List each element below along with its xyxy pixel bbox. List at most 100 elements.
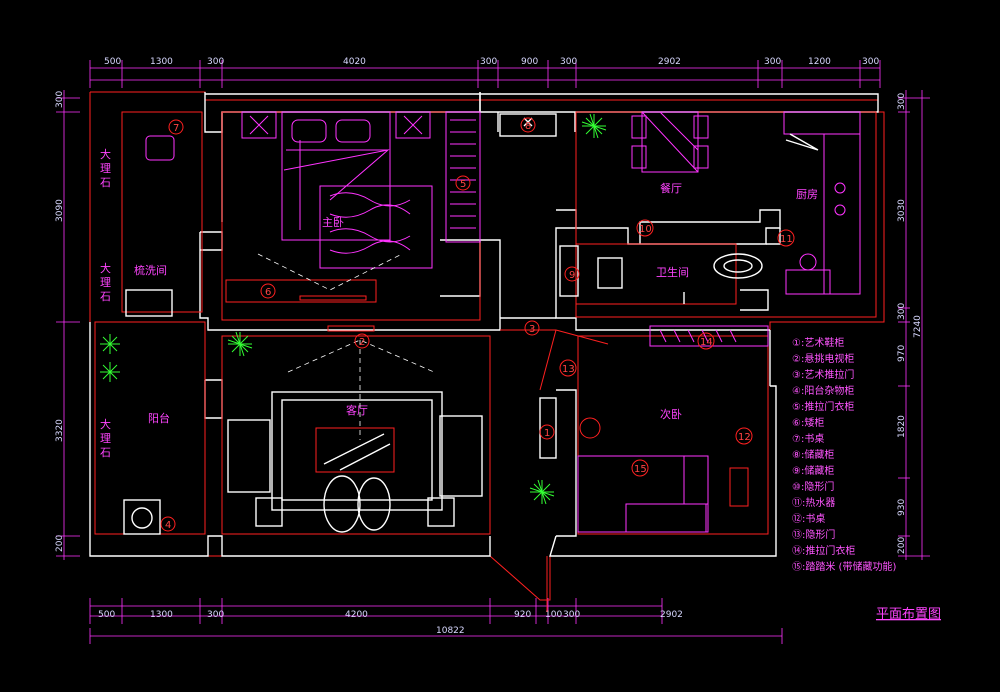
svg-text:石: 石: [100, 290, 111, 303]
legend-item: ⑤:推拉门衣柜: [792, 400, 854, 413]
marker-8: 8: [520, 117, 536, 133]
sofa-left: [227, 419, 271, 493]
coffee-table: [315, 427, 395, 473]
living-rug: [281, 399, 433, 501]
bottom-dim-4: 4200: [345, 610, 368, 620]
bottom-dimension-chain: 500 1300 300 4200 920 100 300 2902 10822: [89, 598, 783, 644]
legend-item: ⑦:书桌: [792, 432, 824, 445]
nightstand-left: [241, 111, 277, 139]
low-cabinet-6: [225, 279, 377, 303]
plant-icon: [100, 362, 120, 382]
numbered-markers: 1 2 3 4 5 6 7 8 9 10 11 12 13 14 15: [160, 117, 795, 532]
person-figure-2: [357, 477, 391, 531]
legend-item: ④:阳台杂物柜: [792, 384, 854, 397]
wardrobe-5: [445, 111, 481, 243]
washroom: 梳洗间 大 理 石 大 理 石 大 理 石: [100, 135, 175, 459]
kitchen: 厨房: [783, 111, 861, 295]
top-dim-2: 1300: [150, 57, 173, 67]
drawing-title: 平面布置图: [876, 607, 941, 622]
room-label-bathroom: 卫生间: [656, 265, 689, 279]
top-dim-10: 1200: [808, 57, 831, 67]
legend-item: ⑫:书桌: [792, 512, 825, 525]
room-label-living: 客厅: [346, 403, 368, 417]
top-dim-9: 300: [764, 57, 781, 67]
marker-13: 13: [559, 359, 577, 377]
total-dim: 10822: [436, 626, 465, 636]
tv-cabinet-2: [327, 325, 375, 332]
svg-text:石: 石: [100, 176, 111, 189]
top-dim-11: 300: [862, 57, 879, 67]
legend-item: ⑮:踏踏米 (带储藏功能): [792, 560, 896, 573]
right-dim-4: 970: [897, 345, 907, 362]
svg-text:6: 6: [265, 287, 271, 298]
top-dim-8: 2902: [658, 57, 681, 67]
left-dim-4: 200: [55, 535, 65, 552]
room-label-master-bedroom: 主卧: [322, 216, 344, 229]
art-shoe-cabinet-1: [539, 397, 557, 459]
legend-item: ⑨:储藏柜: [792, 464, 834, 477]
top-dim-5: 300: [480, 57, 497, 67]
dining-table: [641, 111, 699, 173]
legend-item: ⑩:隐形门: [792, 480, 834, 493]
svg-text:7: 7: [173, 123, 179, 134]
left-dim-3: 3320: [55, 419, 65, 442]
side-table-left: [255, 497, 283, 527]
svg-text:8: 8: [525, 121, 531, 132]
sofa-right: [439, 415, 483, 497]
balcony: 阳台: [123, 411, 170, 535]
left-dim-2: 3090: [55, 199, 65, 222]
balcony-washer: [123, 499, 161, 535]
svg-text:石: 石: [100, 446, 111, 459]
right-dim-3: 300: [897, 303, 907, 320]
svg-text:理: 理: [100, 432, 111, 445]
dining-area: 餐厅: [499, 111, 709, 195]
bottom-dim-8: 2902: [660, 610, 683, 620]
bottom-dim-5: 920: [514, 610, 531, 620]
svg-text:4: 4: [165, 520, 171, 531]
svg-text:9: 9: [569, 270, 575, 281]
bathroom-basin: [597, 257, 623, 289]
marker-14: 14: [697, 332, 715, 350]
marker-15: 15: [631, 459, 649, 477]
svg-text:13: 13: [562, 364, 575, 375]
view-lines: [257, 253, 435, 440]
plant-icon: [227, 331, 253, 357]
right-dimension-chain: 300 3030 300 970 1820 930 200 7240: [897, 90, 930, 560]
right-dim-2: 3030: [897, 199, 907, 222]
master-rug: [319, 185, 433, 269]
room-label-kitchen: 厨房: [796, 188, 818, 201]
legend: ①:艺术鞋柜 ②:悬挑电视柜 ③:艺术推拉门 ④:阳台杂物柜 ⑤:推拉门衣柜 ⑥…: [792, 336, 896, 573]
legend-item: ③:艺术推拉门: [792, 368, 854, 381]
master-bedroom: 主卧: [225, 111, 481, 303]
svg-text:1: 1: [544, 428, 550, 439]
top-dim-6: 900: [521, 57, 538, 67]
stove-burner: [834, 182, 846, 194]
legend-item: ⑬:隐形门: [792, 528, 835, 541]
top-dim-4: 4020: [343, 57, 366, 67]
marble-label-3: 大 理 石: [100, 417, 111, 459]
wardrobe-14: [649, 325, 769, 347]
second-bedroom: 次卧: [539, 325, 769, 533]
top-dimension-chain: 500 1300 300 4020 300 900 300 2902 300 1…: [89, 57, 881, 88]
marker-7: 7: [168, 119, 184, 135]
living-room: 客厅: [227, 325, 483, 533]
desk-12: [729, 467, 749, 507]
top-dim-1: 500: [104, 57, 121, 67]
marker-10: 10: [636, 219, 654, 237]
svg-text:10: 10: [639, 224, 652, 235]
right-total-dim: 7240: [913, 315, 923, 338]
marker-3: 3: [524, 320, 540, 336]
room-label-second-bedroom: 次卧: [660, 407, 682, 421]
marble-label-1: 大 理 石: [100, 147, 111, 189]
svg-text:12: 12: [738, 432, 751, 443]
walls: [89, 92, 879, 557]
room-label-washroom: 梳洗间: [134, 263, 167, 277]
side-table-right: [427, 497, 455, 527]
marker-9: 9: [564, 266, 580, 282]
svg-text:理: 理: [100, 162, 111, 175]
plants: [100, 113, 607, 505]
legend-item: ②:悬挑电视柜: [792, 352, 854, 365]
right-dim-7: 200: [897, 537, 907, 554]
wash-basin: [125, 289, 173, 317]
